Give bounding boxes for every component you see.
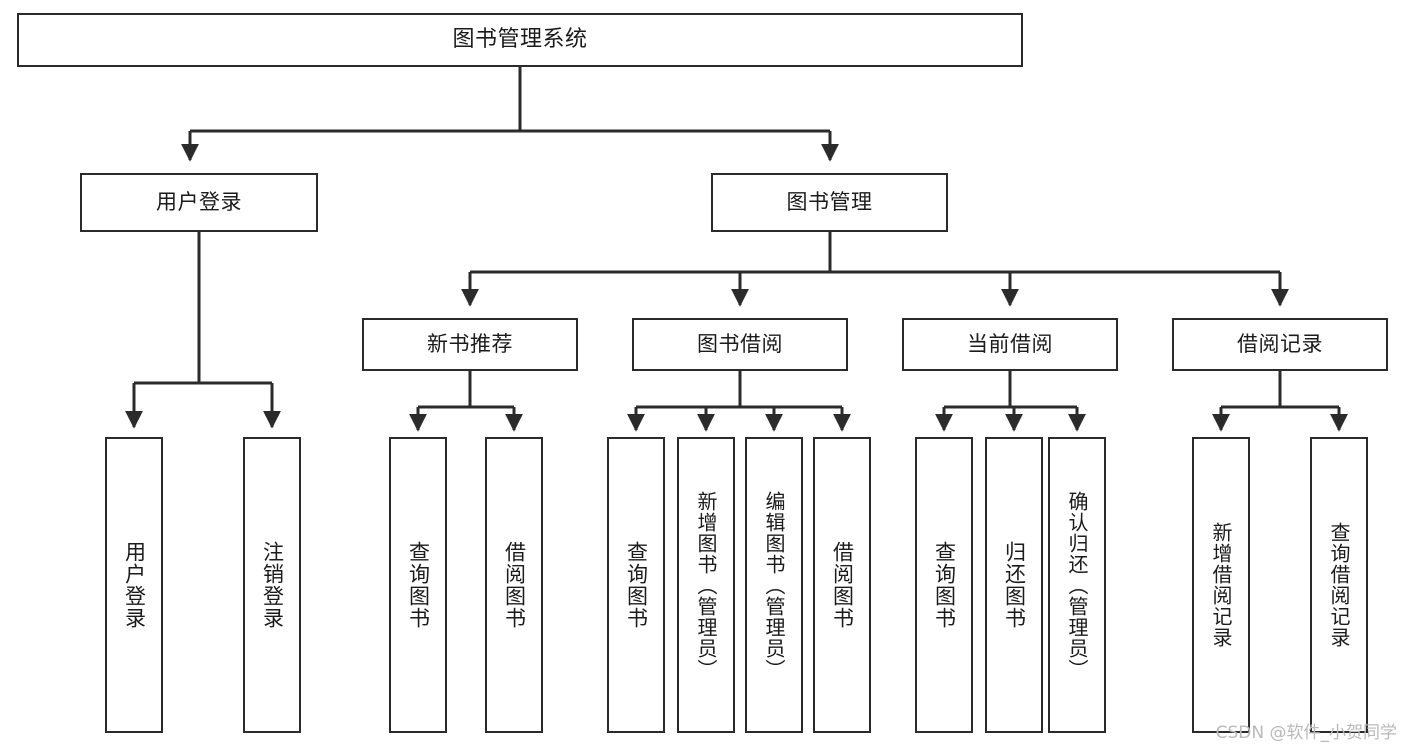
leaf-current-return-book[interactable]: 归还图书: [985, 437, 1043, 733]
leaf-label: 借阅图书: [830, 541, 855, 629]
node-root-system[interactable]: 图书管理系统: [17, 13, 1023, 67]
leaf-label: 查询借阅记录: [1327, 522, 1351, 648]
node-label: 图书管理: [786, 190, 873, 215]
leaf-new-book-query[interactable]: 查询图书: [389, 437, 447, 733]
node-label: 用户登录: [156, 190, 242, 215]
node-label: 图书借阅: [697, 332, 783, 357]
leaf-label: 新增图书（管理员）: [694, 490, 718, 680]
leaf-label: 查询图书: [932, 541, 957, 629]
node-label: 新书推荐: [427, 332, 513, 357]
leaf-label: 查询图书: [624, 541, 649, 629]
leaf-label: 用户登录: [122, 541, 147, 629]
node-label: 图书管理系统: [452, 27, 588, 53]
leaf-user-login-login[interactable]: 用户登录: [105, 437, 163, 733]
node-borrow-record[interactable]: 借阅记录: [1172, 318, 1388, 371]
node-book-management[interactable]: 图书管理: [711, 173, 948, 232]
leaf-borrow-edit-book-admin[interactable]: 编辑图书（管理员）: [745, 437, 803, 733]
leaf-current-confirm-return-admin[interactable]: 确认归还（管理员）: [1048, 437, 1106, 733]
leaf-record-add-record[interactable]: 新增借阅记录: [1192, 437, 1250, 733]
leaf-label: 借阅图书: [502, 541, 527, 629]
leaf-user-login-logout[interactable]: 注销登录: [243, 437, 301, 733]
node-current-borrow[interactable]: 当前借阅: [902, 318, 1118, 371]
leaf-borrow-borrow-book[interactable]: 借阅图书: [813, 437, 871, 733]
leaf-new-book-borrow[interactable]: 借阅图书: [485, 437, 543, 733]
node-label: 借阅记录: [1237, 332, 1323, 357]
leaf-label: 查询图书: [406, 541, 431, 629]
leaf-label: 新增借阅记录: [1209, 522, 1233, 648]
leaf-label: 确认归还（管理员）: [1065, 490, 1089, 680]
node-new-book-recommend[interactable]: 新书推荐: [362, 318, 578, 371]
leaf-borrow-query-book[interactable]: 查询图书: [607, 437, 665, 733]
leaf-label: 归还图书: [1002, 541, 1027, 629]
leaf-current-query-book[interactable]: 查询图书: [915, 437, 973, 733]
node-user-login[interactable]: 用户登录: [80, 173, 318, 232]
leaf-label: 注销登录: [260, 541, 285, 629]
node-book-borrow[interactable]: 图书借阅: [632, 318, 848, 371]
leaf-record-query-record[interactable]: 查询借阅记录: [1310, 437, 1368, 733]
watermark-text: CSDN @软件_小贺同学: [1215, 723, 1397, 743]
leaf-label: 编辑图书（管理员）: [762, 490, 786, 680]
node-label: 当前借阅: [967, 332, 1053, 357]
leaf-borrow-add-book-admin[interactable]: 新增图书（管理员）: [677, 437, 735, 733]
